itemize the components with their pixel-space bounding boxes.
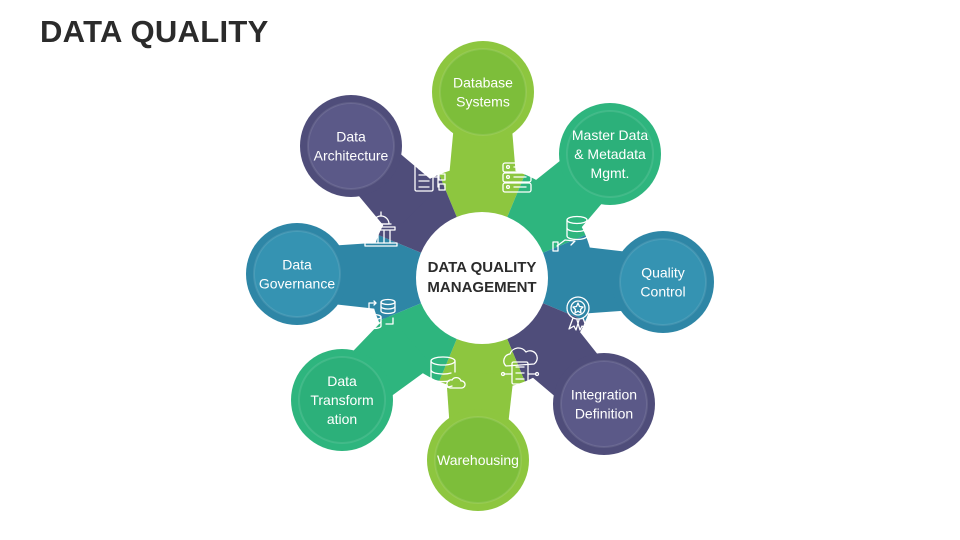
- segment-circle-5: [434, 416, 522, 504]
- segment-label-7-line-2: Governance: [259, 276, 335, 292]
- segment-circle-4: [560, 360, 648, 448]
- segment-label-1-line-2: Systems: [456, 94, 510, 110]
- segment-label-5-line-1: Warehousing: [437, 452, 519, 468]
- segment-label-7-line-1: Data: [282, 257, 312, 273]
- award-badge-icon: [566, 296, 590, 331]
- server-database-icon: [502, 162, 532, 193]
- center-title-line1: DATA QUALITY: [428, 259, 537, 276]
- hand-database-icon: [552, 215, 588, 252]
- segment-circle-8: [307, 102, 395, 190]
- center-title-line2: MANAGEMENT: [427, 279, 536, 296]
- segment-label-2-line-2: & Metadata: [574, 146, 646, 162]
- segment-label-3-line-2: Control: [640, 284, 685, 300]
- segment-label-4-line-2: Definition: [575, 406, 633, 422]
- segment-label-6-line-3: ation: [327, 411, 357, 427]
- segment-label-8-line-2: Architecture: [314, 148, 389, 164]
- segment-circle-6: [298, 356, 386, 444]
- segment-label-2-line-1: Master Data: [572, 127, 648, 143]
- segment-label-8-line-1: Data: [336, 129, 366, 145]
- architecture-diagram-icon: [414, 162, 446, 192]
- segment-circle-2: [566, 110, 654, 198]
- government-building-icon: [364, 211, 398, 247]
- segment-label-6-line-2: Transform: [310, 392, 373, 408]
- segment-label-4-line-1: Integration: [571, 387, 637, 403]
- segment-label-6-line-1: Data: [327, 373, 357, 389]
- segment-label-2-line-3: Mgmt.: [591, 165, 630, 181]
- database-transfer-icon: [366, 298, 396, 330]
- segment-label-1-line-1: Database: [453, 75, 513, 91]
- center-hub: [416, 212, 548, 344]
- database-cloud-icon: [430, 356, 466, 389]
- page-title: DATA QUALITY: [40, 14, 269, 49]
- cloud-server-icon: [500, 347, 540, 385]
- segment-circle-1: [439, 48, 527, 136]
- segment-circle-7: [253, 230, 341, 318]
- segment-label-3-line-1: Quality: [641, 265, 685, 281]
- segment-circle-3: [619, 238, 707, 326]
